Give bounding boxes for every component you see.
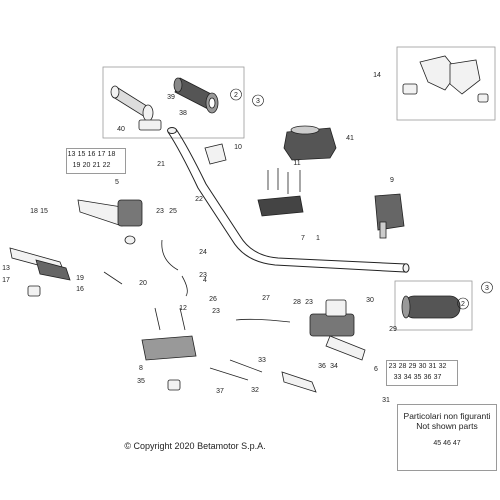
callout-32: 32 xyxy=(251,387,259,394)
brake-master-cylinder xyxy=(281,295,461,393)
note-part-numbers: 45 46 47 xyxy=(398,439,496,449)
kit-number: 20 xyxy=(82,162,91,169)
callout-17: 17 xyxy=(2,277,10,284)
callout-23: 23 xyxy=(212,308,220,315)
callout-34: 34 xyxy=(330,363,338,370)
kit-number: 22 xyxy=(102,162,111,169)
kit-number: 18 xyxy=(107,151,116,158)
callout-35: 35 xyxy=(137,378,145,385)
throttle-grip-assembly xyxy=(110,77,219,131)
lower-clamps xyxy=(141,307,197,391)
callout-24: 24 xyxy=(199,249,207,256)
kit-number: 31 xyxy=(428,363,437,370)
kit-number: 37 xyxy=(433,374,442,381)
note-part: 45 xyxy=(433,440,442,447)
callout-circle xyxy=(481,281,493,294)
callout-40: 40 xyxy=(117,126,125,133)
callout-39: 39 xyxy=(167,94,175,101)
callout-31: 31 xyxy=(382,397,390,404)
callout-29: 29 xyxy=(389,326,397,333)
handguard-assembly xyxy=(402,55,489,103)
callout-circle xyxy=(252,94,264,107)
callout-9: 9 xyxy=(390,177,394,184)
switch-housing xyxy=(374,193,405,239)
kit-number: 13 xyxy=(67,151,76,158)
callout-circle xyxy=(457,297,469,310)
callout-8: 8 xyxy=(139,365,143,372)
callout-41: 41 xyxy=(346,135,354,142)
callout-16: 16 xyxy=(76,286,84,293)
handguard-inset-box xyxy=(396,46,496,121)
kit-number: 34 xyxy=(403,374,412,381)
callout-23: 23 xyxy=(199,272,207,279)
callout-1: 1 xyxy=(316,235,320,242)
kit-number: 21 xyxy=(92,162,101,169)
kit-number: 33 xyxy=(393,374,402,381)
note-part: 47 xyxy=(452,440,461,447)
kit-box-left xyxy=(66,148,126,174)
kit-number: 32 xyxy=(438,363,447,370)
callout-7: 7 xyxy=(301,235,305,242)
kit-number: 15 xyxy=(77,151,86,158)
kit-number: 30 xyxy=(418,363,427,370)
callout-36: 36 xyxy=(318,363,326,370)
callout-26: 26 xyxy=(209,296,217,303)
callout-22: 22 xyxy=(195,196,203,203)
callout-38: 38 xyxy=(179,110,187,117)
clutch-lever-assembly xyxy=(9,199,143,297)
note-part: 46 xyxy=(443,440,451,447)
callout-5: 5 xyxy=(115,179,119,186)
kit-number: 36 xyxy=(423,374,432,381)
callout-28: 28 xyxy=(293,299,301,306)
callout-19: 19 xyxy=(76,275,84,282)
callout-3: 3 xyxy=(485,285,489,292)
callout-12: 12 xyxy=(179,305,187,312)
callout-25: 25 xyxy=(169,208,177,215)
callout-20: 20 xyxy=(139,280,147,287)
kit-number: 28 xyxy=(398,363,407,370)
note-line-italian: Particolari non figuranti xyxy=(403,411,491,421)
callout-14: 14 xyxy=(373,72,381,79)
callout-37: 37 xyxy=(216,388,224,395)
kit-number: 29 xyxy=(408,363,417,370)
grip-inset-box xyxy=(102,66,245,139)
callout-2: 2 xyxy=(461,301,465,308)
callout-13: 13 xyxy=(2,265,10,272)
callout-circle xyxy=(230,88,242,101)
callout-27: 27 xyxy=(262,295,270,302)
not-shown-parts-note: Particolari non figuranti Not shown part… xyxy=(397,404,497,471)
callout-23: 23 xyxy=(156,208,164,215)
callout-11: 11 xyxy=(293,160,300,167)
callout-labels: 1223345678910111213141516171819202122232… xyxy=(2,72,493,404)
note-line-english: Not shown parts xyxy=(416,421,478,431)
kit-number: 23 xyxy=(388,363,397,370)
callout-33: 33 xyxy=(258,357,266,364)
callout-23: 23 xyxy=(305,299,313,306)
handlebar xyxy=(167,127,410,273)
callout-15: 15 xyxy=(40,208,48,215)
callout-6: 6 xyxy=(374,366,378,373)
callout-2: 2 xyxy=(234,92,238,99)
callout-30: 30 xyxy=(366,297,374,304)
kit-box-right xyxy=(386,360,458,386)
handlebar-clamp xyxy=(257,125,337,217)
callout-4: 4 xyxy=(203,277,207,284)
callout-10: 10 xyxy=(234,144,242,151)
right-grip-inset-box xyxy=(394,280,473,331)
copyright-text: © Copyright 2020 Betamotor S.p.A. xyxy=(124,441,266,451)
callout-21: 21 xyxy=(157,161,165,168)
kill-switch xyxy=(204,143,227,165)
kit-number: 35 xyxy=(413,374,422,381)
kit-number: 17 xyxy=(97,151,106,158)
callout-18: 18 xyxy=(30,208,38,215)
callout-3: 3 xyxy=(256,98,260,105)
kit-number: 19 xyxy=(72,162,81,169)
cables-and-hoses xyxy=(103,239,291,381)
kit-number: 16 xyxy=(87,151,96,158)
